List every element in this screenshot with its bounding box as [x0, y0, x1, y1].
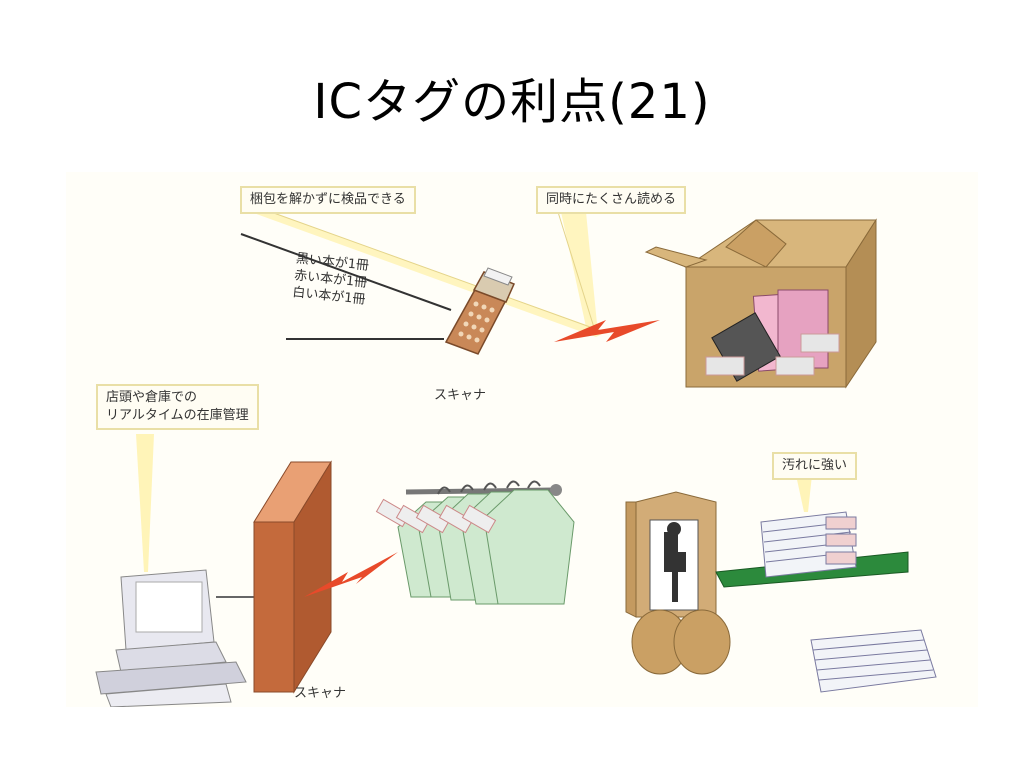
handheld-scanner-icon [444, 267, 516, 355]
book-list-line [240, 233, 452, 311]
cardboard-box-icon [644, 218, 877, 389]
callout-beam [251, 212, 606, 337]
radio-signal-icon [554, 320, 660, 342]
computer-icon [95, 569, 254, 707]
slide-title: ICタグの利点(21) [313, 74, 711, 130]
clothing-rack-icon [375, 480, 575, 605]
callout-dirt-resistant: 汚れに強い [772, 452, 858, 480]
ic-tag-illustration: 梱包を解かずに検品できる 同時にたくさん読める 店頭や倉庫での リアルタイムの在… [66, 172, 978, 707]
paper-stack-icon [760, 511, 857, 578]
callout-beam [796, 475, 812, 512]
callout-beam [136, 434, 154, 572]
paper-stack-icon [810, 629, 937, 693]
illustration-drawing [95, 211, 937, 707]
callout-realtime-inventory: 店頭や倉庫での リアルタイムの在庫管理 [96, 384, 259, 430]
callout-bulk-read: 同時にたくさん読める [536, 186, 687, 214]
scanner-label-gate: スキャナ [294, 686, 347, 701]
book-list: 黒い本が1冊 赤い本が1冊 白い本が1冊 [292, 250, 370, 308]
gate-scanner-icon [253, 460, 332, 694]
scanner-label-handheld: スキャナ [434, 388, 487, 403]
callout-beam-edge [270, 211, 605, 333]
radio-signal-icon [304, 552, 398, 597]
callout-no-unpacking: 梱包を解かずに検品できる [240, 186, 416, 214]
callout-beam-edge [557, 211, 597, 335]
callout-beam [561, 212, 598, 336]
